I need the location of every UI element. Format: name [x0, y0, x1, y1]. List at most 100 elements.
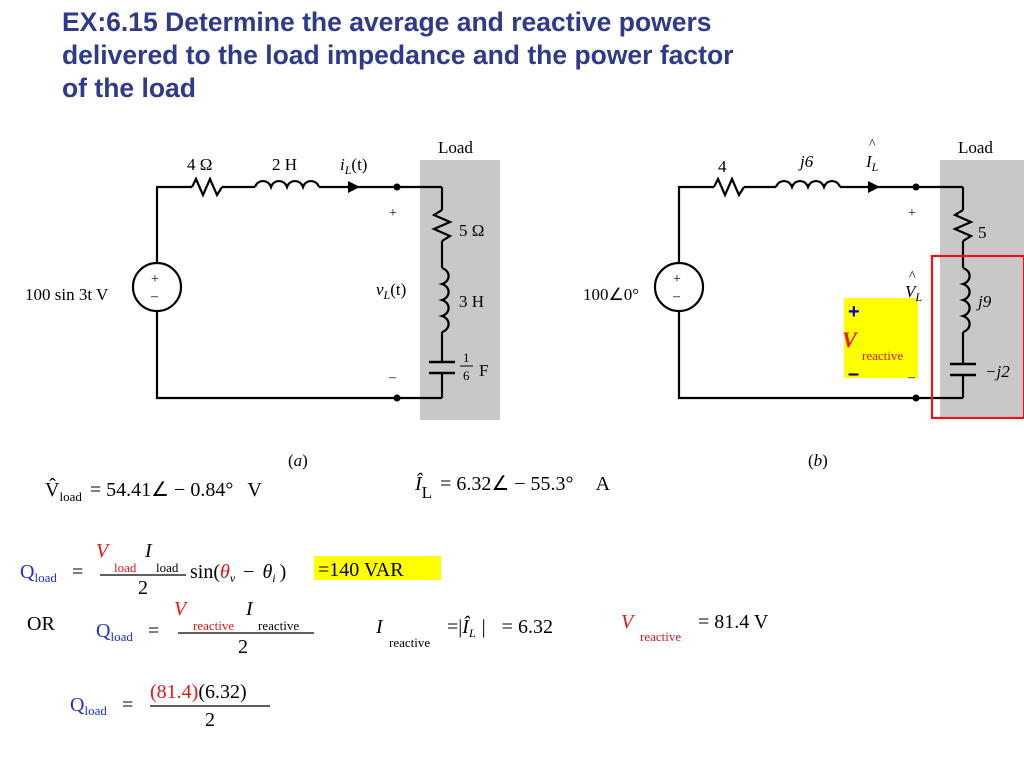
eq-q1-sin-open: sin( [190, 561, 220, 583]
eq-q3-q: Q [70, 694, 85, 716]
slide-title: EX:6.15 Determine the average and reacti… [62, 6, 1002, 105]
current-a-label-arg: (t) [351, 155, 367, 174]
eq-or: OR [27, 613, 55, 635]
resistor-b-load [952, 209, 974, 242]
eq-q1-theta-v-sub: v [230, 571, 236, 585]
circuit-b [653, 160, 1024, 420]
voltage-a-label-base: v [376, 280, 384, 299]
reactive-highlight-box [930, 254, 1024, 420]
circuit-b-labels: Load 4 j6 ^ IL 100∠0° + – + – ^ VL 5 j9 … [583, 137, 1010, 470]
eq-ireact-hat-i: Î [461, 615, 470, 638]
load-b-resistor-label: 5 [978, 223, 987, 242]
eq-iload-unit: A [596, 473, 611, 495]
inductor-b-load [959, 266, 971, 334]
eq-vload-unit: V [247, 479, 262, 501]
resistor-a-series-label: 4 Ω [187, 155, 212, 174]
source-b-plus: + [673, 272, 681, 287]
source-b-minus: – [672, 289, 681, 304]
source-a [131, 261, 183, 313]
current-b-label-base: I [865, 152, 873, 171]
resistor-a-series [191, 176, 223, 198]
eq-ireact-val: = 6.32 [502, 616, 553, 638]
inductor-b-series-label: j6 [798, 152, 814, 171]
caption-b: (b) [808, 451, 828, 470]
eq-q3-eq: = [122, 694, 133, 716]
eq-q1-theta-i-sub: i [272, 571, 275, 585]
eq-q1-num-i-sub: load [156, 560, 179, 575]
load-b-inductor-label: j9 [976, 292, 992, 311]
eq-ireact-i: I [375, 616, 384, 638]
load-region-b [940, 160, 1024, 418]
resistor-a-load [431, 209, 453, 242]
inductor-a-series-label: 2 H [272, 155, 297, 174]
caption-a: (a) [288, 451, 308, 470]
inductor-b-series [774, 180, 842, 191]
eq-q2-num-i-sub: reactive [258, 618, 299, 633]
eq-q1-q: Q [20, 561, 35, 583]
equations: V̂load= 54.41∠ − 0.84°V ÎL= 6.32∠ − 55.3… [20, 472, 769, 731]
load-a-inductor-label: 3 H [459, 292, 484, 311]
eq-vload-lhs: V̂ [45, 477, 60, 501]
current-arrow-b [868, 181, 880, 193]
eq-q2-num-i: I [245, 598, 254, 620]
eq-ireact-bar: | [482, 616, 486, 638]
eq-q1-num-i: I [144, 540, 153, 562]
current-b-hat: ^ [869, 137, 876, 152]
load-label-a: Load [438, 138, 473, 157]
current-b-label: IL [865, 152, 879, 174]
eq-q1-result-highlight [314, 556, 441, 580]
eq-q1-close: ) [280, 561, 287, 583]
eq-vreact-val: = 81.4 V [698, 611, 769, 633]
eq-q1-result: =140 VAR [318, 559, 404, 581]
eq-q3-qsub: load [84, 703, 107, 718]
inductor-a-load [438, 266, 450, 334]
eq-q1-qsub: load [34, 570, 57, 585]
annotation-sub: reactive [862, 348, 903, 363]
eq-q1-eq: = [72, 561, 83, 583]
title-line-1: EX:6.15 Determine the average and reacti… [62, 7, 712, 37]
eq-q2-qsub: load [110, 629, 133, 644]
load-a-cap-den: 6 [463, 368, 470, 383]
wire-a-bottom [155, 312, 442, 400]
eq-vload-sub: load [59, 489, 82, 504]
eq-vreact-v: V [621, 611, 636, 633]
terminal-b-bottom [912, 394, 920, 402]
eq-ireact-hat-sub: L [468, 626, 476, 640]
terminal-b-top [912, 183, 920, 191]
eq-q3-num-black: (6.32) [198, 681, 246, 703]
eq-q2-num-v: V [174, 598, 189, 620]
source-a-minus: – [150, 289, 159, 304]
eq-ireact-eq: =| [447, 616, 462, 638]
eq-q1-lhs: Qload [20, 561, 57, 585]
eq-vload: V̂load= 54.41∠ − 0.84°V [45, 477, 262, 504]
load-a-cap-unit: F [479, 361, 488, 380]
eq-q3-lhs: Qload [70, 694, 107, 718]
terminal-a-plus: + [389, 206, 397, 221]
current-b-label-sub: L [871, 160, 879, 174]
eq-iload-lhs: Î [414, 472, 423, 495]
current-arrow-a [348, 181, 360, 193]
eq-q1-num-v-sub: load [114, 560, 137, 575]
terminal-a-bottom [393, 394, 401, 402]
eq-q2-q: Q [96, 620, 111, 642]
eq-q3-num: (81.4)(6.32) [150, 681, 247, 703]
wire-b-left-top [677, 185, 714, 262]
current-a-label: iL(t) [340, 155, 367, 177]
eq-q3-den: 2 [205, 709, 215, 731]
voltage-b-label-sub: L [914, 290, 922, 304]
source-a-plus: + [151, 272, 159, 287]
source-b [653, 261, 705, 313]
terminal-b-plus: + [908, 206, 916, 221]
eq-vreact-sub: reactive [640, 629, 681, 644]
current-a-label-sub: L [344, 163, 352, 177]
eq-q2-eq: = [148, 620, 159, 642]
eq-q1-num-v: V [96, 540, 111, 562]
eq-ireact-rhs: =|ÎL | = 6.32 [447, 615, 553, 640]
annotation-minus: – [848, 363, 859, 385]
eq-ireact-sub: reactive [389, 635, 430, 650]
source-a-label: 100 sin 3t V [25, 285, 109, 304]
load-a-cap-num: 1 [463, 350, 470, 365]
eq-q1-theta-i: θ [262, 561, 272, 583]
load-region-a [420, 160, 500, 420]
load-b-cap-label: −j2 [985, 362, 1010, 381]
